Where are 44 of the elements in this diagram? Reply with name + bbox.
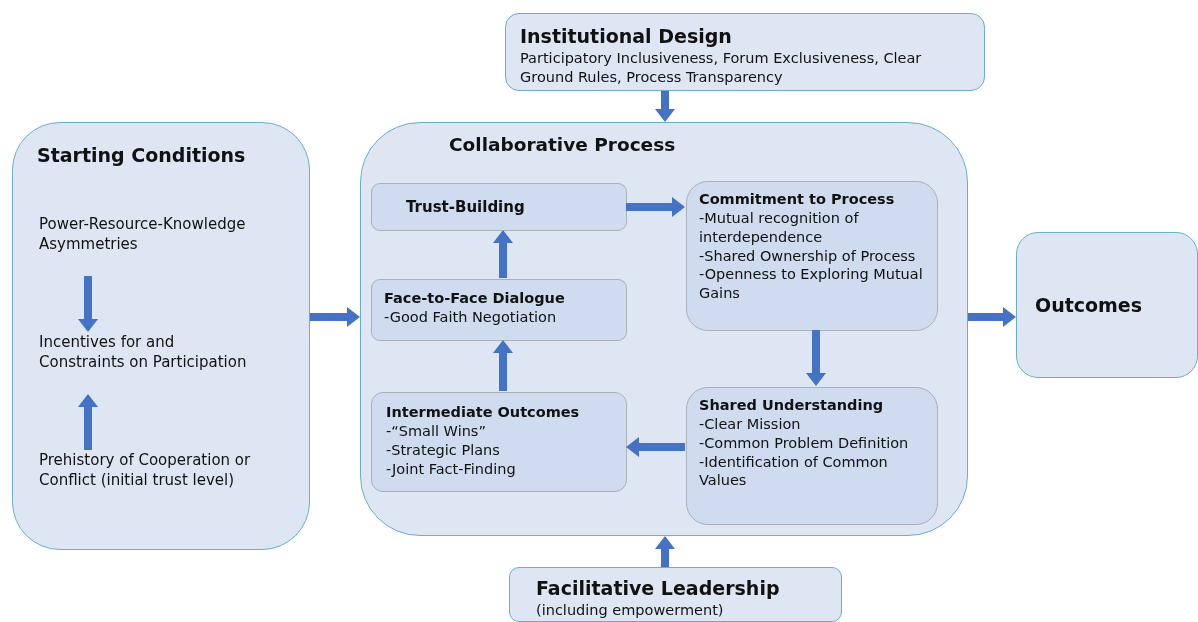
box-text: Prehistory of Cooperation or Conflict (initial trust level) <box>39 451 252 490</box>
rounded-box <box>12 122 310 550</box>
box-text: Power-Resource-Knowledge Asymmetries <box>39 215 247 254</box>
box-heading: Facilitative Leadership <box>536 576 781 601</box>
rounded-box <box>360 122 968 536</box>
box-text: -Strategic Plans <box>386 440 501 460</box>
block-arrow <box>655 91 675 122</box>
box-heading: Institutional Design <box>520 24 733 49</box>
box-text: -Good Faith Negotiation <box>384 307 558 327</box>
process-box <box>371 183 627 231</box>
block-arrow <box>493 340 513 391</box>
rounded-box <box>1016 232 1198 378</box>
box-text: -Clear Mission <box>699 414 802 434</box>
box-text: (including empowerment) <box>536 600 725 620</box>
process-box <box>686 181 938 331</box>
box-heading: Shared Understanding <box>699 396 885 415</box>
box-text: -Mutual recognition of interdependence <box>699 208 860 247</box>
process-box <box>371 279 627 341</box>
process-box <box>371 392 627 492</box>
block-arrow <box>655 536 675 567</box>
box-heading: Collaborative Process <box>449 133 677 157</box>
box-heading: Commitment to Process <box>699 190 896 209</box>
box-heading: Intermediate Outcomes <box>386 403 581 422</box>
rounded-box <box>509 567 842 622</box>
block-arrow <box>968 307 1016 327</box>
box-heading: Face-to-Face Dialogue <box>384 289 566 308</box>
box-text: -Joint Fact-Finding <box>386 459 517 479</box>
box-text: Incentives for and Constraints on Participation <box>39 333 248 372</box>
block-arrow <box>310 307 360 327</box>
process-box <box>686 387 938 525</box>
box-text: -Identification of Common Values <box>699 452 889 491</box>
box-heading: Outcomes <box>1035 293 1144 318</box>
block-arrow <box>493 230 513 278</box>
box-heading: Trust-Building <box>406 198 526 218</box>
rounded-box <box>505 13 985 91</box>
block-arrow <box>626 437 685 457</box>
box-text: -“Small Wins” <box>386 421 487 441</box>
block-arrow <box>626 197 685 217</box>
box-heading: Starting Conditions <box>37 143 247 168</box>
box-text: -Common Problem Definition <box>699 433 910 453</box>
box-text: Participatory Inclusiveness, Forum Exclusiveness, Clear Ground Rules, Process Transparency <box>520 48 923 87</box>
box-text: -Openness to Exploring Mutual Gains <box>699 265 924 304</box>
block-arrow <box>806 330 826 386</box>
box-text: -Shared Ownership of Process <box>699 246 917 266</box>
